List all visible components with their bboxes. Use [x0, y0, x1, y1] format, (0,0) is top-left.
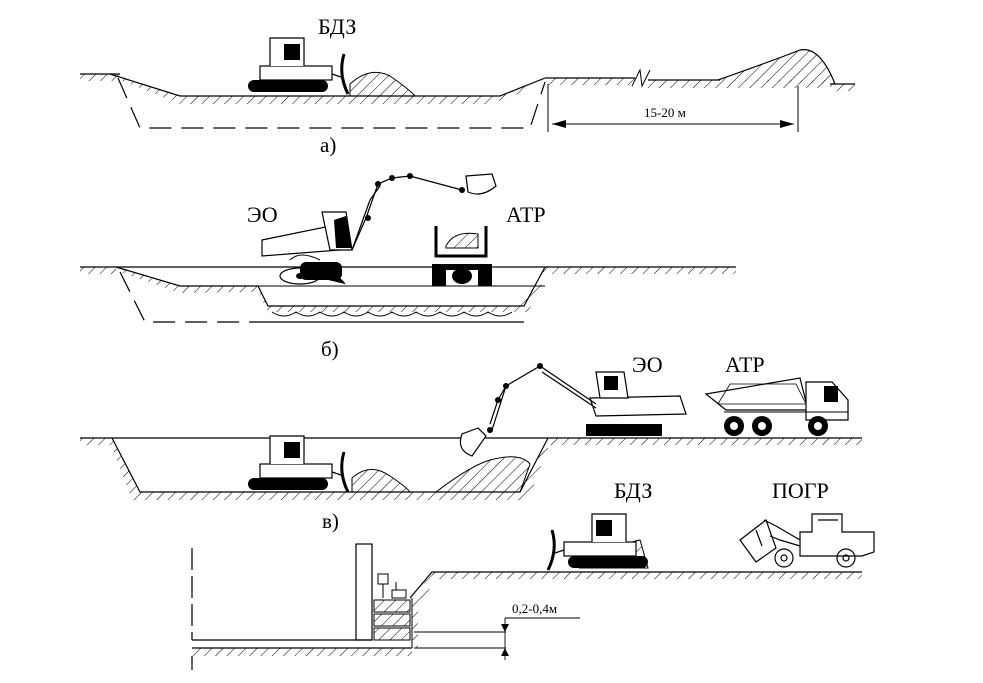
- panel-c: ЭО АТР в): [80, 352, 862, 533]
- bulldozer-icon-2: [246, 434, 350, 494]
- panel-b-excavator-label: ЭО: [247, 202, 278, 227]
- panel-d-layer-label: 0,2-0,4м: [512, 601, 557, 616]
- bulldozer-icon: [246, 36, 350, 96]
- excavator-icon-2: [459, 363, 687, 457]
- panel-a: БДЗ 15-20 м а): [80, 14, 855, 157]
- panel-c-caption: в): [322, 509, 339, 533]
- panel-d: БДЗ ПОГР 0,2-0,4м: [191, 478, 875, 670]
- panel-a-caption: а): [320, 133, 336, 157]
- panel-b-truck-label: АТР: [506, 202, 546, 227]
- loader-icon: [739, 513, 875, 568]
- dump-truck-rear-icon: [432, 226, 492, 286]
- panel-c-truck-label: АТР: [725, 352, 765, 377]
- panel-c-excavator-label: ЭО: [632, 352, 663, 377]
- panel-a-machine-label: БДЗ: [318, 14, 356, 39]
- excavator-icon: [261, 173, 497, 285]
- panel-d-bulldozer-label: БДЗ: [614, 478, 652, 503]
- panel-b-caption: б): [321, 337, 339, 361]
- bulldozer-icon-3: [546, 512, 650, 572]
- panel-a-distance-label: 15-20 м: [644, 105, 686, 120]
- panel-b: ЭО АТР б): [80, 173, 736, 361]
- panel-d-loader-label: ПОГР: [772, 478, 829, 503]
- dump-truck-icon: [704, 377, 849, 436]
